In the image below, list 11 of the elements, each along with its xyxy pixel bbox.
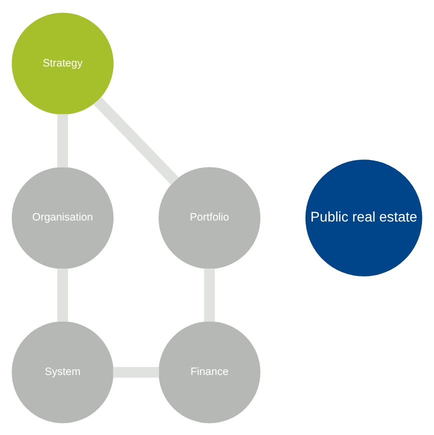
node-circle: System: [12, 320, 114, 423]
node-circle: Public real estate: [305, 159, 422, 276]
node-circle: Finance: [158, 320, 260, 423]
connector: [113, 366, 160, 378]
connector: [204, 268, 215, 322]
node-circle: Portfolio: [158, 166, 260, 268]
connector: [57, 114, 68, 167]
node-circle: Organisation: [12, 166, 114, 268]
connector: [57, 268, 68, 322]
connector: [94, 96, 179, 184]
node-circle: Strategy: [12, 12, 114, 114]
